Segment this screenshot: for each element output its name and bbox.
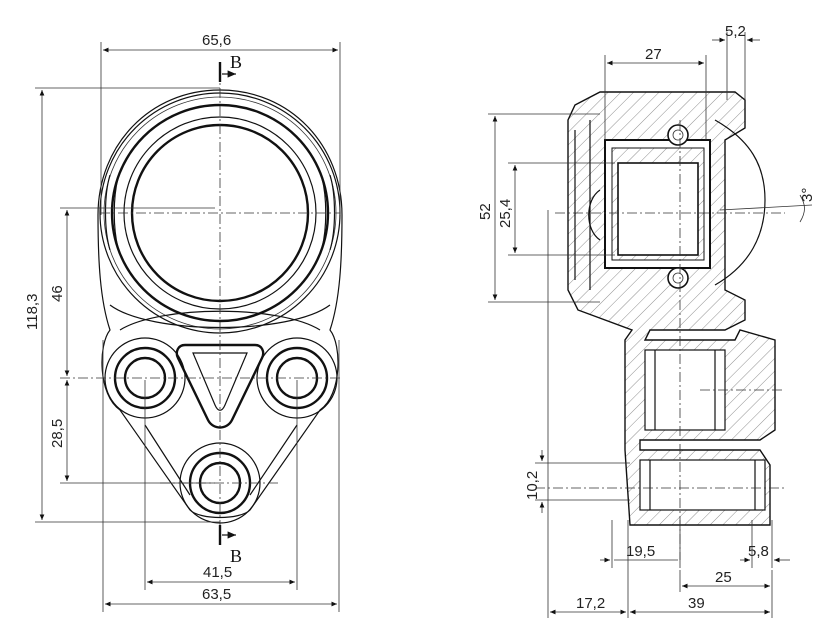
dim-width-top: 65,6 [202,32,231,49]
dim-offset-2: 5,8 [748,543,769,560]
dim-bearing-inner: 25,4 [497,199,514,228]
dim-angle: 3° [799,188,816,202]
dim-bearing-outer: 52 [477,203,494,220]
ring-3 [110,103,330,323]
section-mark-top: B [230,52,242,72]
dim-offset-3: 25 [715,569,732,586]
dim-offset-5: 39 [688,595,705,612]
ball-top [667,124,689,146]
bearing-inner [617,162,699,256]
dim-upper-height: 46 [49,285,66,302]
dim-overall-height: 118,3 [24,294,41,330]
section-mark-bottom: B [230,546,242,566]
dim-bearing-width: 27 [645,46,662,63]
center-triangle [175,343,265,429]
dim-lower-height: 28,5 [49,419,66,448]
dome [588,189,601,241]
dim-flange-offset: 5,2 [725,23,746,40]
dim-width-bottom: 63,5 [202,586,231,603]
dim-mount-spacing: 41,5 [203,564,232,581]
section-view: 27 5,2 52 25,4 3° 10,2 19,5 [477,23,816,618]
dim-offset-4: 17,2 [576,595,605,612]
dim-offset-1: 19,5 [626,543,655,560]
ball-bottom [667,267,689,289]
dim-port-diameter: 10,2 [524,471,541,500]
front-view: B B 65,6 118,3 46 28,5 41,5 63,5 [24,32,343,612]
